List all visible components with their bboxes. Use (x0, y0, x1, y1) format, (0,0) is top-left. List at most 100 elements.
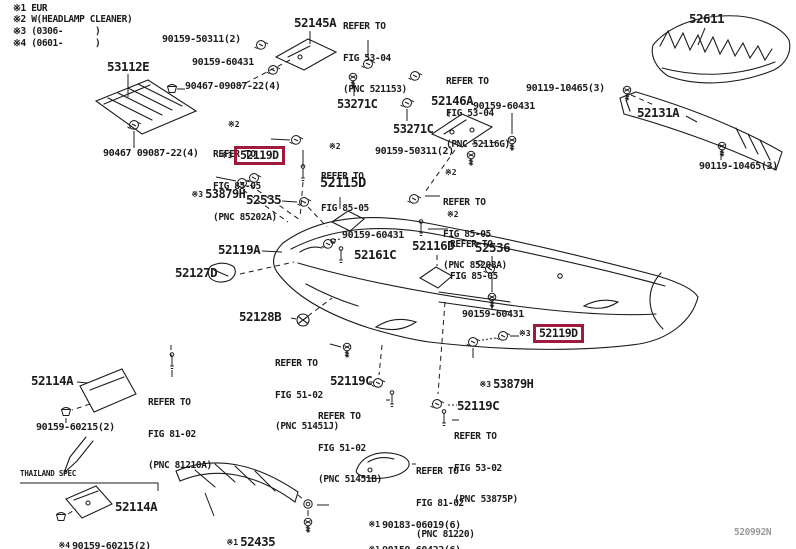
part-label-53271c-2: 53271C (393, 122, 434, 136)
part-label-52146a: 52146A (431, 93, 474, 108)
clip-icon (371, 378, 386, 388)
bracket-52114a-sketch (79, 368, 137, 413)
fastener-label-90159-60431-2: 90159-60431 (473, 101, 535, 112)
seal-53112e-sketch (94, 79, 198, 135)
ref-line: REFER TO (148, 397, 191, 408)
ref-note-fig85-05-52115d: REFER TO FIG 85-05 (321, 151, 369, 235)
screw-icon (342, 342, 352, 358)
assembly-dashed-lines (67, 59, 655, 515)
pin-icon (169, 352, 175, 369)
ref-line: REFER TO (446, 76, 489, 87)
mark-3: ※3 (519, 329, 531, 338)
ref-line: FIG 85-05 (450, 270, 498, 282)
ref-line: (PNC 521153) (343, 84, 407, 95)
part-label-52536: 52536 (475, 240, 511, 255)
ref-note-fig81-02-81210a: REFER TO FIG 81-02 (PNC 81210A) (148, 377, 212, 493)
ref-line: REFER TO (321, 171, 364, 182)
clip-icon (466, 337, 481, 347)
ref-line: FIG 85-05 (321, 202, 369, 214)
fastener-label-90183-06019: ※1 90183-06019(6) (330, 498, 462, 548)
clip-icon (289, 135, 304, 145)
part-number: 53879H (493, 376, 534, 391)
bracket-52116d-sketch (418, 266, 453, 289)
clip-icon (407, 194, 422, 204)
fastener-label-90159-60431-3: 90159-60431 (342, 230, 404, 241)
fastener-label-90467-09087-1: 90467-09087-22(4) (185, 81, 281, 92)
cap-52127d-sketch (207, 262, 236, 283)
absorber-52611-sketch (651, 15, 791, 84)
bracket-52145a-sketch (274, 38, 338, 71)
clip-icon (254, 40, 269, 50)
ref-line: REFER TO (454, 431, 497, 442)
ref-line: (PNC 52116G) (446, 139, 510, 150)
reinforcement-52131a-sketch (619, 91, 783, 171)
legend-line-4: ※4 (0601- ) (13, 38, 101, 49)
bracket-52114a-thailand-sketch (65, 485, 113, 519)
leader-lines (20, 27, 722, 517)
ref-line: REFER TO (443, 197, 486, 208)
screw-icon (717, 141, 727, 157)
mark-2: ※2 (329, 142, 341, 151)
thailand-spec-note: THAILAND SPEC (20, 469, 77, 478)
mark-2: ※2 (447, 210, 459, 219)
ref-line: FIG 85-05 (443, 228, 491, 240)
part-label-52161c: 52161C (354, 247, 397, 262)
screw-icon (622, 85, 632, 101)
fastener-label-90159-60431-1: 90159-60431 (192, 57, 254, 68)
ref-line: (PNC 81210A) (148, 460, 212, 471)
grommet-icon (61, 407, 71, 416)
ref-note-fig53-04-52116g: REFER TO FIG 53-04 (PNC 52116G) (446, 56, 510, 172)
ref-line: REFER TO (416, 466, 459, 477)
ref-note-fig85-05-2: REFER TO FIG 85-05 (450, 219, 498, 303)
ref-note-fig85-05-85208a: REFER TO FIG 85-05 (PNC 85208A) (443, 177, 507, 293)
mark-1: ※1 (369, 545, 381, 549)
pin-icon (441, 409, 447, 426)
pin-icon (389, 390, 395, 407)
highlight-box-52119d-upper[interactable]: 52119D (234, 146, 285, 165)
ref-note-fig53-02-53875p: REFER TO FIG 53-02 (PNC 53875P) (454, 411, 518, 527)
ref-line: REFER TO (318, 411, 361, 422)
bracket-52146a-sketch (430, 113, 494, 148)
fastener-label-90159-60215-1: 90159-60215(2) (36, 422, 115, 433)
fog-lamp-sketch (355, 452, 410, 479)
mark-2: ※2 (228, 120, 240, 129)
fastener-label-90159-50311-2: 90159-50311(2) (375, 146, 454, 157)
mark-3: ※3 (221, 151, 233, 160)
highlight-box-52119d-lower[interactable]: 52119D (533, 324, 584, 343)
mark-4: ※4 (58, 540, 71, 549)
ref-line: FIG 53-04 (343, 52, 391, 64)
fastener-number: 90183-06019(6) (382, 519, 461, 531)
ref-line: (PNC 53875P) (454, 494, 518, 505)
ref-line: FIG 51-02 (275, 389, 323, 401)
mark-3: ※3 (479, 379, 492, 389)
fastener-label-90467-09087-2: 90467 09087-22(4) (103, 148, 199, 159)
ref-line: (PNC 51451J) (275, 421, 339, 432)
ref-line: (PNC 85202A) (213, 212, 277, 223)
clip-52128b-sketch (296, 313, 310, 327)
part-label-52114a-2: 52114A (115, 499, 158, 514)
part-label-52119d: 52119D (240, 148, 279, 162)
ref-line: (PNC 85208A) (443, 260, 507, 271)
part-label-52119a: 52119A (218, 242, 261, 257)
clip-icon (408, 71, 423, 81)
fastener-label-90119-10465-1: 90119-10465(3) (526, 83, 605, 94)
part-label-52128b: 52128B (239, 309, 282, 324)
legend-line-2: ※2 W(HEADLAMP CLEANER) (13, 14, 133, 25)
part-label-52119c-2: 52119C (457, 398, 500, 413)
ref-line: (PNC 51451B) (318, 474, 382, 485)
ref-line: FIG 53-02 (454, 462, 502, 474)
part-label-53271c-1: 53271C (337, 97, 378, 111)
part-label-52119d: 52119D (539, 326, 578, 340)
ref-note-fig53-04-521153: REFER TO FIG 53-04 (PNC 521153) (343, 1, 407, 117)
fastener-label-90119-10465-2: 90119-10465(3) (699, 161, 778, 172)
ref-line: REFER TO (343, 21, 386, 32)
ref-note-fig51-02-51451b: REFER TO FIG 51-02 (PNC 51451B) (318, 391, 382, 507)
mark-1: ※1 (226, 537, 239, 547)
